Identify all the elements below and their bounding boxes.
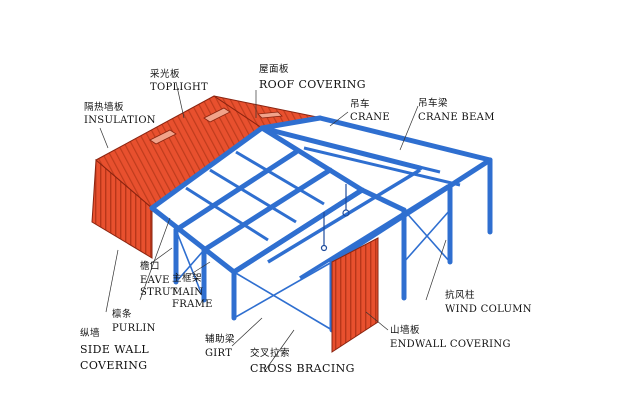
wind-column-label-zh: 抗风柱 bbox=[445, 290, 476, 301]
insulation-label-zh: 隔热墙板 bbox=[84, 102, 125, 113]
cross-bracing bbox=[175, 209, 451, 331]
crane-beam bbox=[267, 168, 449, 280]
side-wall-label-line2: COVERING bbox=[80, 359, 148, 372]
roof-covering-label-zh: 屋面板 bbox=[259, 64, 290, 75]
cross-bracing-label: CROSS BRACING bbox=[250, 362, 355, 375]
crane-beam-label-zh: 吊车梁 bbox=[418, 98, 449, 109]
cross-bracing-label-zh: 交叉拉索 bbox=[250, 348, 291, 359]
purlins bbox=[185, 134, 461, 242]
side-wall-label-zh: 纵墙 bbox=[80, 328, 101, 339]
eave-strut-label-line2: STRUT bbox=[140, 287, 178, 298]
endwall-covering-label-zh: 山墙板 bbox=[390, 325, 421, 336]
eave-strut-label-line1: EAVE bbox=[140, 275, 170, 286]
crane-beam-label: CRANE BEAM bbox=[418, 112, 495, 123]
main-frame-label-zh: 主框架 bbox=[172, 273, 203, 284]
crane-label-zh: 吊车 bbox=[350, 99, 371, 110]
roof-covering-label: ROOF COVERING bbox=[259, 78, 366, 91]
crane-label: CRANE bbox=[350, 112, 390, 123]
insulation-label: INSULATION bbox=[84, 115, 156, 126]
girt-label: GIRT bbox=[205, 348, 233, 359]
leader-lines bbox=[99, 81, 447, 373]
wind-column-label: WIND COLUMN bbox=[445, 304, 532, 315]
toplight-panels bbox=[149, 107, 283, 145]
side-wall-label-line1: SIDE WALL bbox=[80, 343, 150, 356]
purlin-label: PURLIN bbox=[112, 323, 156, 334]
toplight-label: TOPLIGHT bbox=[150, 82, 208, 93]
main-frame-label-line2: FRAME bbox=[172, 299, 213, 310]
endwall-covering-label: ENDWALL COVERING bbox=[390, 339, 511, 350]
toplight-label-zh: 采光板 bbox=[150, 69, 181, 80]
purlin-label-zh: 檩条 bbox=[112, 309, 133, 320]
main-frame-label-line1: MAIN bbox=[172, 287, 204, 298]
eave-strut-label-zh: 檐口 bbox=[140, 261, 161, 272]
girt-label-zh: 辅助梁 bbox=[205, 334, 236, 345]
main-frame bbox=[149, 115, 493, 333]
crane-hook bbox=[320, 184, 350, 252]
